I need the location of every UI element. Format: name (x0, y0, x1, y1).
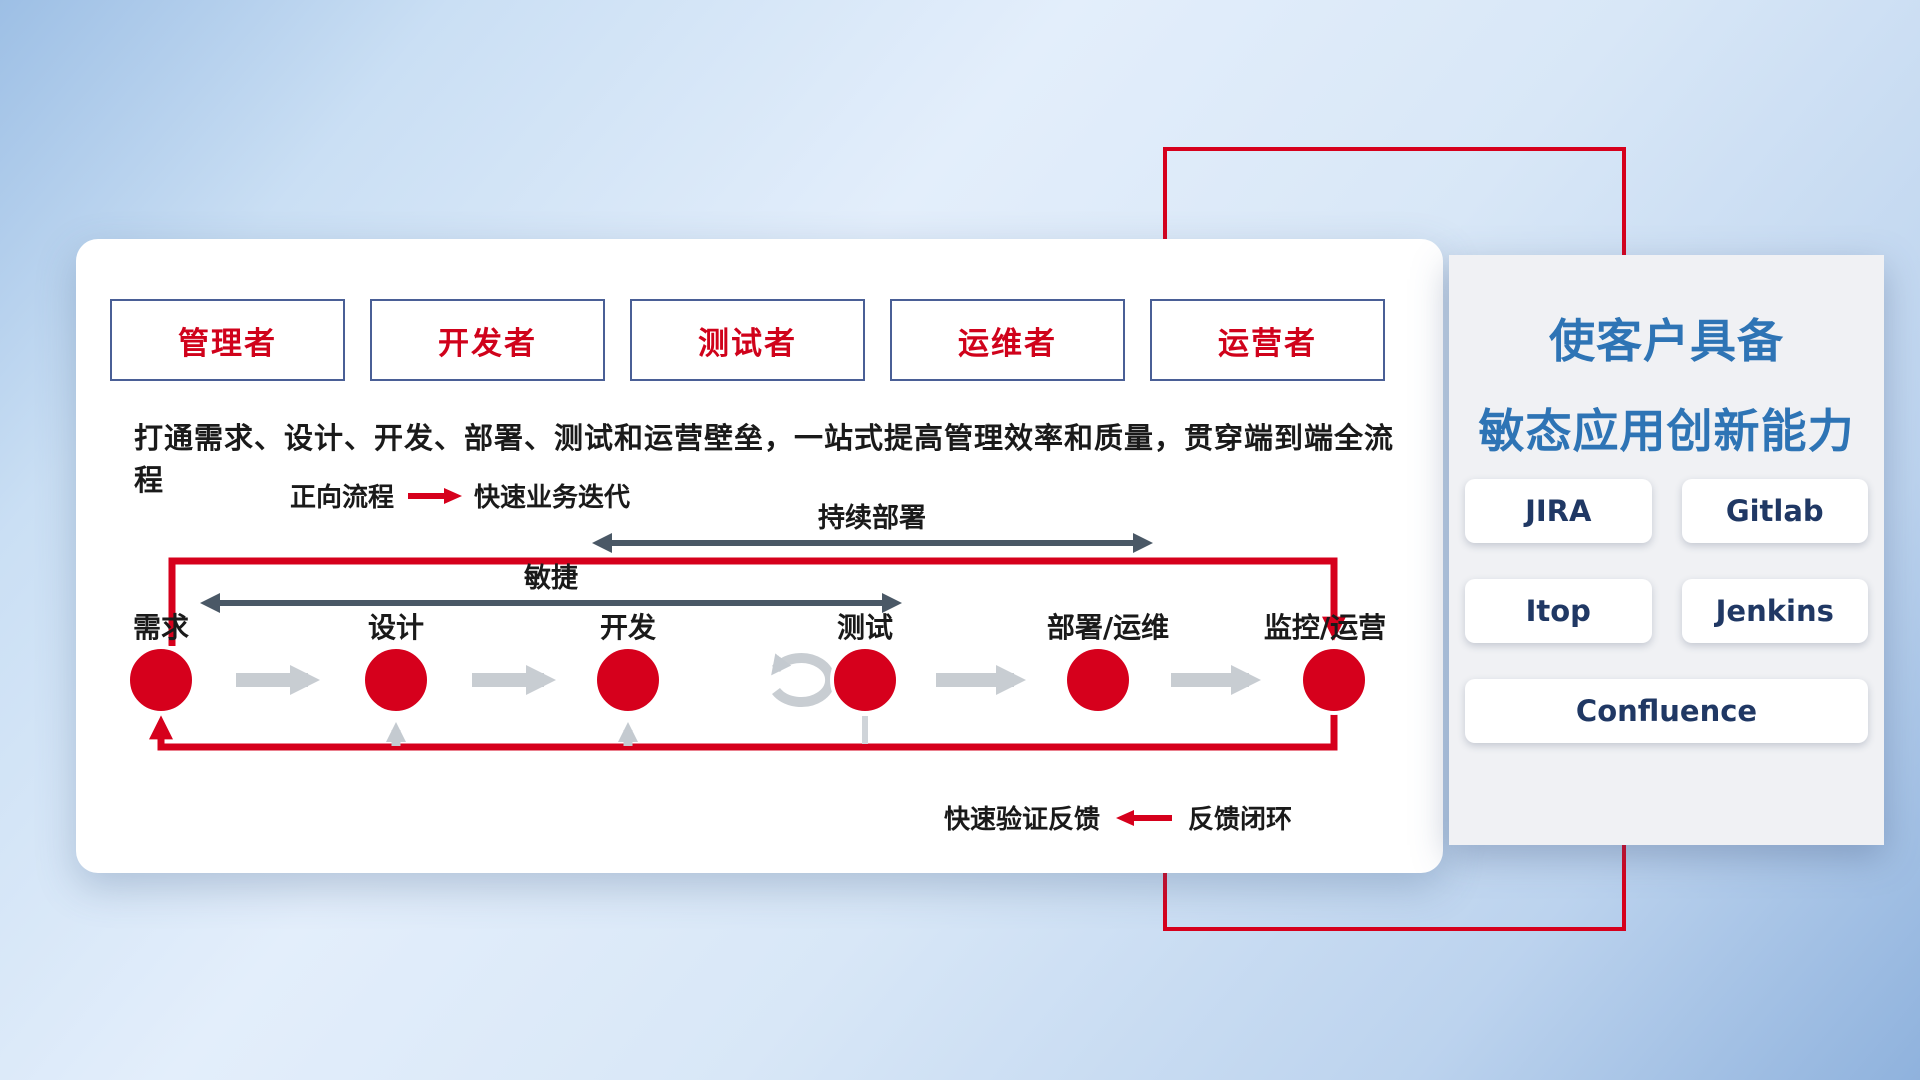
role-box-manager: 管理者 (110, 299, 345, 381)
stage-node (1063, 645, 1133, 715)
stage-label: 测试 (837, 611, 893, 644)
role-box-tester: 测试者 (630, 299, 865, 381)
process-description: 打通需求、设计、开发、部署、测试和运营壁垒，一站式提高管理效率和质量，贯穿端到端… (134, 421, 1395, 497)
agile-label: 敏捷 (523, 563, 579, 594)
forward-arrow-icon (408, 487, 463, 504)
tool-chip-confluence: Confluence (1465, 679, 1868, 743)
forward-legend: 正向流程 快速业务迭代 (290, 477, 630, 514)
tool-chip-jenkins: Jenkins (1681, 579, 1868, 643)
continuous-deploy-label: 持续部署 (818, 502, 926, 534)
feedback-legend: 快速验证反馈 反馈闭环 (944, 799, 1292, 836)
stage-label: 部署/运维 (1047, 611, 1169, 644)
tool-chip-jira: JIRA (1465, 479, 1652, 543)
roles-row: 管理者 开发者 测试者 运维者 运营者 (110, 299, 1385, 381)
stage-node (126, 645, 196, 715)
tool-grid: JIRA Gitlab Itop Jenkins Confluence (1465, 479, 1868, 743)
capability-title-line2: 敏态应用创新能力 (1478, 403, 1855, 458)
forward-loop-line (168, 557, 1346, 646)
stage-label: 需求 (133, 611, 189, 644)
feedback-loop-line (149, 714, 1338, 751)
capability-title: 使客户具备 敏态应用创新能力 (1449, 255, 1884, 476)
tool-chip-itop: Itop (1465, 579, 1652, 643)
devops-flow-panel: 持续部署 敏捷 需求 设计 开发 测试 部署/运维 监控/运营 管理者 开发者 … (76, 239, 1443, 873)
stage-label: 开发 (600, 611, 656, 644)
feedback-legend-label: 快速验证反馈 (944, 805, 1101, 835)
role-box-developer: 开发者 (370, 299, 605, 381)
capability-title-line1: 使客户具备 (1549, 314, 1784, 368)
iteration-loop-icon (771, 653, 836, 707)
stage-node (361, 645, 431, 715)
role-box-ops: 运维者 (890, 299, 1125, 381)
tool-chip-gitlab: Gitlab (1681, 479, 1868, 543)
stage-label: 监控/运营 (1264, 611, 1386, 644)
forward-legend-value: 快速业务迭代 (474, 483, 631, 513)
feedback-arrow-icon (1116, 809, 1173, 826)
stage-label: 设计 (368, 611, 424, 644)
capability-panel: 使客户具备 敏态应用创新能力 JIRA Gitlab Itop Jenkins … (1449, 255, 1884, 845)
forward-legend-label: 正向流程 (290, 483, 395, 513)
feedback-legend-value: 反馈闭环 (1188, 805, 1293, 835)
stage-node (593, 645, 663, 715)
stage-node (830, 645, 900, 715)
stage-node (1299, 645, 1369, 715)
role-box-operator: 运营者 (1150, 299, 1385, 381)
